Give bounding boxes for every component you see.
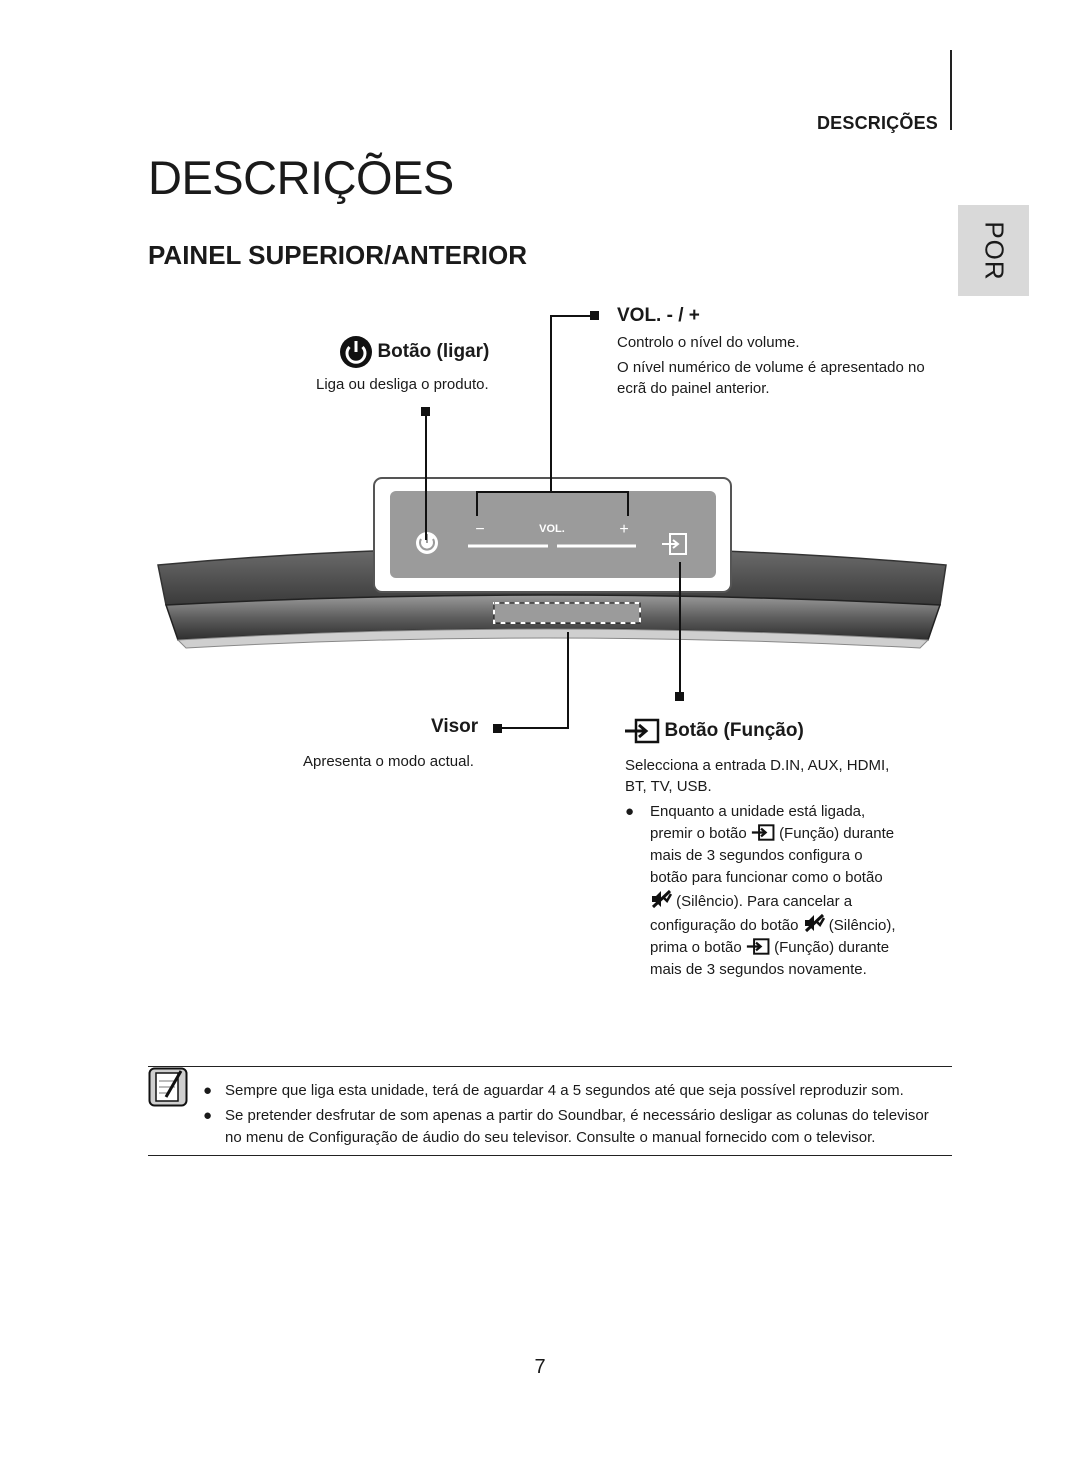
bullet-line-6a: configuração do botão [650, 917, 799, 934]
note-2: ● Se pretender desfrutar de som apenas a … [203, 1105, 963, 1149]
mute-icon [804, 913, 825, 933]
mute-icon [651, 889, 672, 909]
function-description-a: Selecciona a entrada D.IN, AUX, HDMI, [625, 757, 890, 774]
soundbar-illustration: − + VOL. [157, 311, 947, 733]
bullet-line-8: mais de 3 segundos novamente. [650, 961, 867, 978]
function-title: Botão (Função) [664, 720, 804, 741]
panel-input-button [662, 533, 687, 555]
page-title: DESCRIÇÕES [148, 151, 454, 204]
bullet-line-2b: (Função) durante [779, 825, 895, 842]
vol-plus-label: + [619, 521, 628, 538]
function-description-b: BT, TV, USB. [625, 778, 712, 795]
display-title: Visor [431, 716, 479, 737]
notes-bottom-rule [148, 1155, 952, 1156]
volume-leader [550, 315, 594, 492]
running-header: DESCRIÇÕES [816, 113, 938, 133]
bullet-line-7b: (Função) durante [774, 939, 890, 956]
power-icon [340, 336, 372, 368]
function-bullet: ● Enquanto a unidade está ligada, premir … [625, 801, 925, 981]
note-icon [148, 1067, 188, 1107]
notes-top-rule [148, 1066, 952, 1067]
vol-label: VOL. [539, 523, 565, 535]
section-title: PAINEL SUPERIOR/ANTERIOR [148, 240, 527, 270]
bullet-dot: ● [625, 803, 635, 820]
input-icon [751, 824, 775, 841]
input-icon [746, 938, 770, 955]
bullet-dot: ● [203, 1107, 213, 1124]
volume-description-1: Controlo o nível do volume. [617, 334, 800, 351]
display-description: Apresenta o modo actual. [303, 753, 474, 770]
note-1-text: Sempre que liga esta unidade, terá de ag… [225, 1082, 904, 1099]
input-icon [625, 718, 660, 744]
note-2-text-b: no menu de Configuração de áudio do seu … [225, 1129, 876, 1146]
bullet-line-1: Enquanto a unidade está ligada, [650, 803, 866, 820]
bullet-line-7a: prima o botão [650, 939, 742, 956]
bullet-dot: ● [203, 1082, 213, 1099]
power-description: Liga ou desliga o produto. [316, 376, 489, 393]
note-1: ● Sempre que liga esta unidade, terá de a… [203, 1080, 904, 1102]
function-callout: Botão (Função) [624, 718, 804, 744]
page-number: 7 [534, 1356, 546, 1378]
volume-description-2a: O nível numérico de volume é apresentado… [617, 359, 925, 376]
power-title: Botão (ligar) [377, 341, 490, 362]
bullet-line-4: botão para funcionar como o botão [650, 869, 883, 886]
language-tab: POR [958, 205, 1029, 296]
bullet-line-3: mais de 3 segundos configura o [650, 847, 863, 864]
vol-minus-label: − [475, 521, 484, 538]
note-2-text-a: Se pretender desfrutar de som apenas a p… [225, 1107, 929, 1124]
power-callout: Botão (ligar) [339, 335, 489, 369]
volume-bracket [476, 491, 629, 516]
display-window [493, 602, 641, 624]
header-divider [950, 50, 952, 130]
volume-title: VOL. - / + [617, 305, 700, 326]
bullet-line-5: (Silêncio). Para cancelar a [676, 893, 853, 910]
volume-description-2b: ecrã do painel anterior. [617, 380, 770, 397]
display-leader [497, 632, 569, 729]
bullet-line-6b: (Silêncio), [828, 917, 896, 934]
control-panel-surface [390, 491, 716, 578]
bullet-line-2a: premir o botão [650, 825, 747, 842]
